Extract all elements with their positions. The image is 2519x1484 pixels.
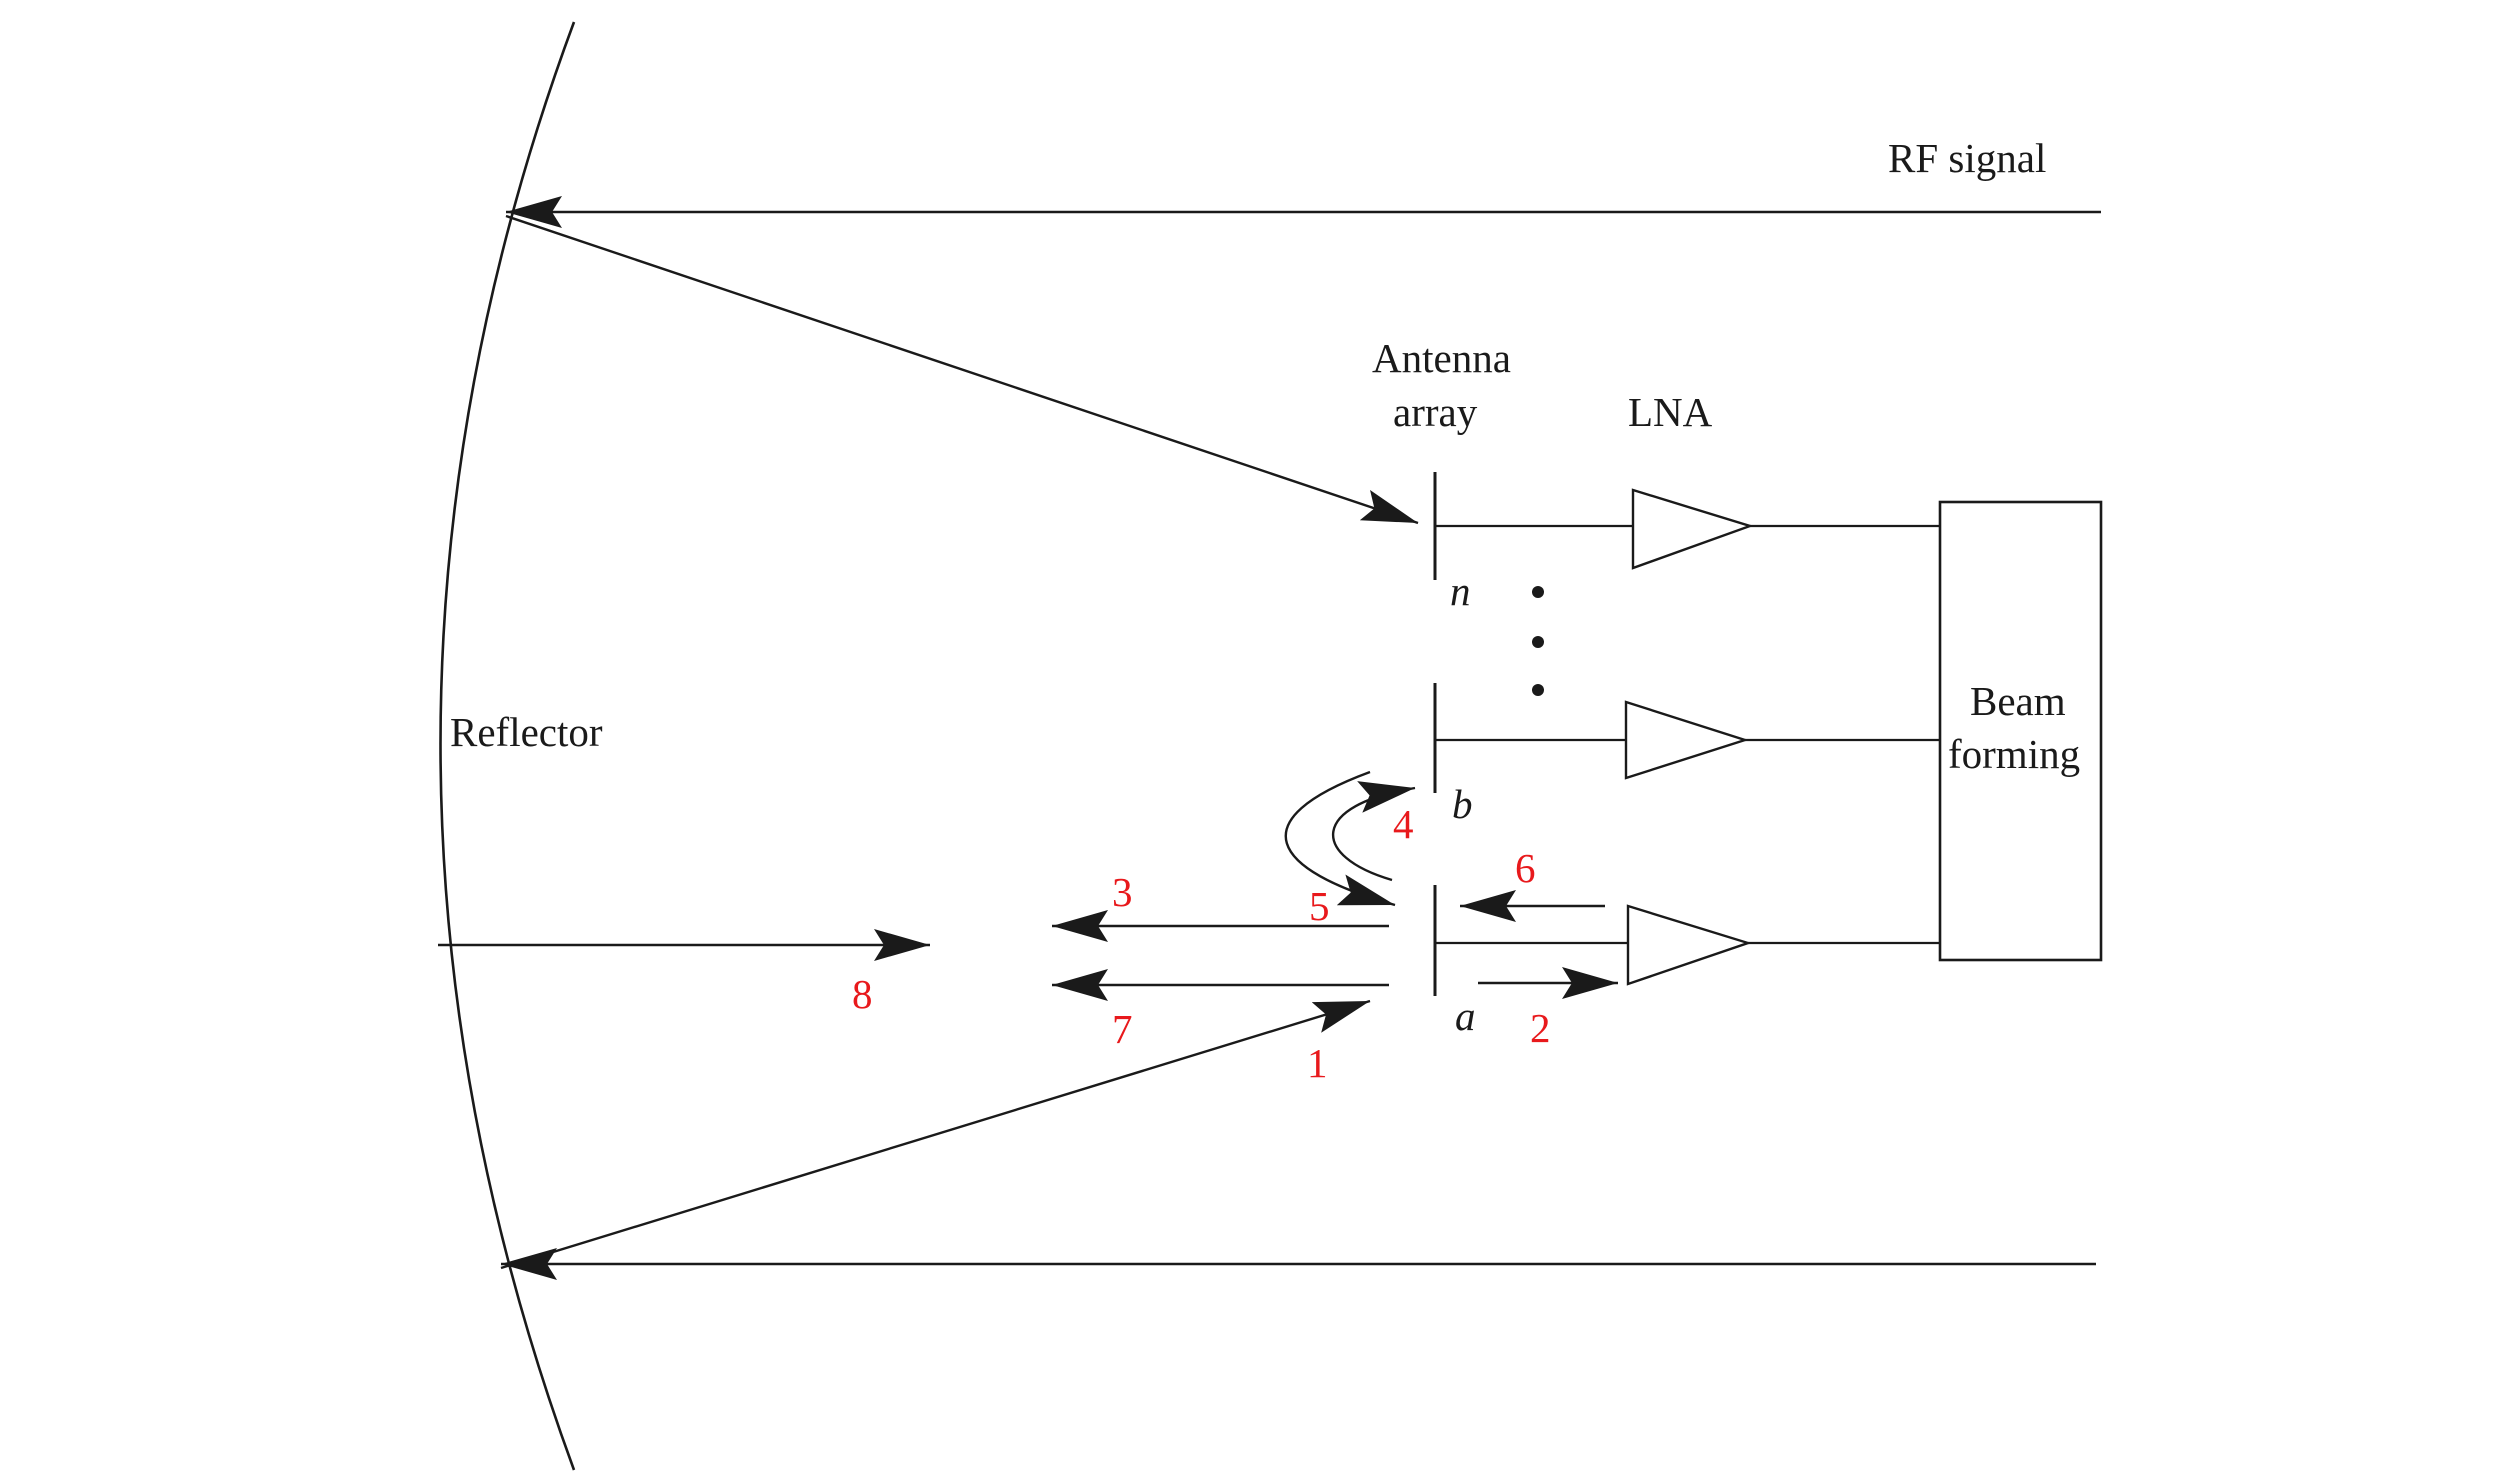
lna-label: LNA	[1628, 389, 1713, 435]
path-number-7: 7	[1112, 1006, 1133, 1052]
beam-label: Beam	[1970, 678, 2066, 724]
lna-amplifier-b	[1624, 700, 1749, 780]
ellipsis-dot	[1532, 586, 1544, 598]
path-number-3: 3	[1112, 869, 1133, 915]
path-number-1: 1	[1307, 1040, 1328, 1086]
reflected-ray-to-element-n	[505, 214, 1419, 525]
path-number-4: 4	[1393, 801, 1414, 847]
rf-signal-label: RF signal	[1888, 135, 2046, 181]
ellipsis-dot	[1532, 636, 1544, 648]
ellipsis-dot	[1532, 684, 1544, 696]
path-number-2: 2	[1530, 1005, 1551, 1051]
lna-amplifier-n	[1631, 488, 1754, 570]
ray-1-arrow	[500, 999, 1371, 1270]
element-n-label: n	[1450, 568, 1471, 614]
forming-label: forming	[1948, 731, 2080, 777]
reflector-label: Reflector	[450, 709, 603, 755]
coupling-arrow-4	[1332, 781, 1416, 882]
beam-forming-block	[1938, 500, 2103, 962]
lna-amplifier-a	[1626, 904, 1752, 986]
element-a-label: a	[1455, 993, 1476, 1039]
path-number-6: 6	[1515, 845, 1536, 891]
coupling-arrow-5	[1284, 770, 1396, 907]
path-number-8: 8	[852, 971, 873, 1017]
antenna-label: Antenna	[1372, 335, 1511, 381]
array-label: array	[1393, 389, 1478, 435]
element-b-label: b	[1452, 781, 1473, 827]
path-number-5: 5	[1309, 883, 1330, 929]
